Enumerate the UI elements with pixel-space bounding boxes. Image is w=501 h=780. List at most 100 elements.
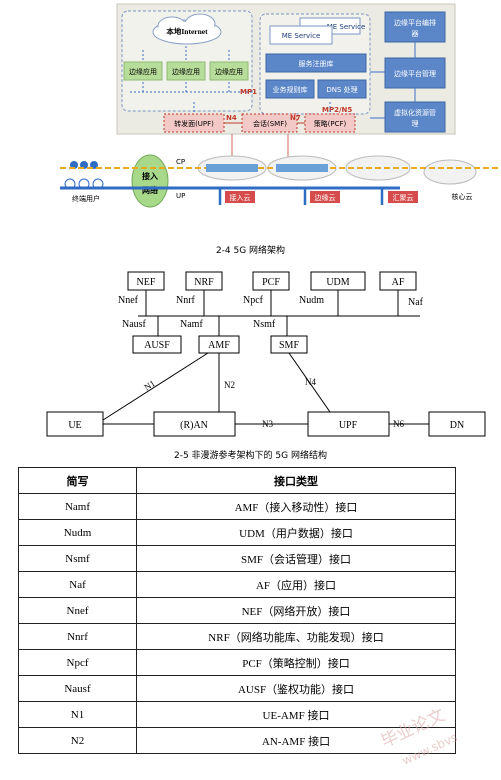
cell-type: SMF（会话管理）接口 [136,545,456,572]
node-box-dn [428,411,486,437]
cell-type: NEF（网络开放）接口 [136,597,456,624]
upf-label: 转发面(UPF) [174,119,214,128]
nf-label: NEF [137,277,156,288]
edge-app-box-1 [123,61,163,81]
iface-label: Nnef [118,295,139,306]
iface-label: Nudm [299,295,324,306]
dns-box [317,79,367,99]
access-net-oval [131,154,169,208]
cell-type: NRF（网络功能库、功能发现）接口 [136,623,456,650]
nf-label: PCF [262,277,280,288]
access-net-label-1: 接入 [142,171,158,181]
service-registry-label: 服务注册库 [299,59,334,68]
n4-label: N4 [226,114,237,122]
edge-cloud-tag [310,191,340,203]
access-net-label-2: 网络 [142,185,158,195]
node-label: UPF [339,420,358,431]
service-registry-box [265,53,367,73]
cell-abbr: Nnef [18,597,137,624]
me-service-front [269,25,333,45]
dns-label: DNS 处理 [326,85,357,94]
cell-type: UDM（用户数据）接口 [136,519,456,546]
platform-mgmt-label: 边缘平台管理 [394,69,436,78]
nf-label: AMF [208,340,230,351]
node-label: DN [450,420,464,431]
smf-label: 会话(SMF) [253,119,287,128]
cell-abbr: Npcf [18,649,137,676]
cp-label: CP [176,158,185,166]
edge-cloud-label: 边缘云 [315,193,336,202]
cell-abbr: Nausf [18,675,137,702]
rule-base-label: 业务规则库 [273,85,308,94]
cell-abbr: Nudm [18,519,137,546]
edge-app-box-3 [209,61,249,81]
internet-cloud-icon [152,13,222,45]
pcf-box [304,113,356,133]
iface-label: Namf [180,319,203,330]
header-type: 接口类型 [136,467,456,494]
cell-abbr: Nnrf [18,623,137,650]
iface-label: Nausf [122,319,147,330]
access-cloud-tag [225,191,255,203]
link-label: N3 [262,419,273,429]
cell-abbr: Naf [18,571,137,598]
cell-abbr: Namf [18,493,137,520]
cell-abbr: N2 [18,727,137,754]
cell-abbr: N1 [18,701,137,728]
figure-caption-1: 2-4 5G 网络架构 [215,246,286,256]
platform-mgmt-box [384,57,446,89]
virt-mgmt-label-1: 虚拟化资源管 [394,108,436,117]
orchestrator-label-2: 器 [412,30,419,38]
figure-reference-architecture: NEF NRF PCF UDM AF Nnef Nnrf Npcf Nudm N… [46,271,486,437]
figure-5g-architecture: 本地Internet 边缘应用 边缘应用 边缘应用 MP1 ME Service… [60,3,500,208]
iface-label: Naf [408,297,424,308]
header-abbr: 简写 [18,467,137,494]
nf-box-ausf [132,335,182,354]
me-service-front-label: ME Service [282,32,321,40]
link-label: N4 [305,377,316,387]
cell-type: AF（应用）接口 [136,571,456,598]
orchestrator-box [384,11,446,43]
edge-app-box-2 [166,61,206,81]
nf-label: UDM [326,277,349,288]
edge-app-label: 边缘应用 [172,67,200,76]
node-box-ue [46,411,104,437]
mp2-n5-label: MP2/N5 [322,106,352,114]
figure-caption-2: 2-5 非漫游参考架构下的 5G 网络结构 [174,451,327,461]
nf-label: SMF [279,340,299,351]
access-cloud-label: 接入云 [230,193,251,202]
terminal-users-label: 终端用户 [72,194,100,203]
me-service-back-label: ME Service [327,23,366,31]
table-header-row: 简写 接口类型 [18,467,456,494]
node-label: UE [68,420,81,431]
n7-label: N7 [290,114,301,122]
edge-app-label: 边缘应用 [129,67,157,76]
mp1-label: MP1 [240,88,257,96]
up-label: UP [176,192,185,200]
cell-type: PCF（策略控制）接口 [136,649,456,676]
aggregation-cloud-label: 汇聚云 [393,194,414,202]
internet-label: 本地Internet [165,26,208,36]
cell-abbr: Nsmf [18,545,137,572]
virt-mgmt-box [384,101,446,133]
link-label: N6 [393,419,404,429]
nf-label: NRF [194,277,214,288]
node-label: (R)AN [180,420,208,431]
iface-label: Nsmf [253,319,276,330]
user-devices-icon [64,161,104,190]
iface-label: Npcf [243,295,264,306]
cell-type: UE-AMF 接口 [136,701,456,728]
link-label: N2 [224,380,235,390]
virt-mgmt-label-2: 理 [412,120,419,128]
rule-base-box [265,79,315,99]
